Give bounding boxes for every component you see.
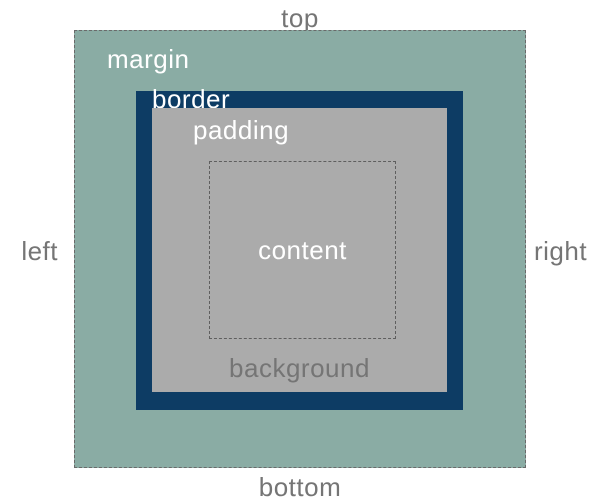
border-area: border padding content background bbox=[136, 86, 463, 410]
content-area: content bbox=[209, 161, 396, 339]
border-label: border bbox=[152, 84, 231, 114]
margin-label: margin bbox=[107, 44, 190, 74]
background-label: background bbox=[229, 353, 370, 383]
margin-area: margin border padding content background bbox=[74, 30, 526, 468]
right-side-label: right bbox=[534, 236, 588, 266]
padding-area: padding content background bbox=[152, 108, 447, 392]
content-label: content bbox=[258, 235, 347, 265]
padding-label: padding bbox=[193, 115, 290, 145]
bottom-side-label: bottom bbox=[258, 472, 342, 500]
left-side-label: left bbox=[21, 236, 58, 266]
top-side-label: top bbox=[281, 3, 319, 33]
